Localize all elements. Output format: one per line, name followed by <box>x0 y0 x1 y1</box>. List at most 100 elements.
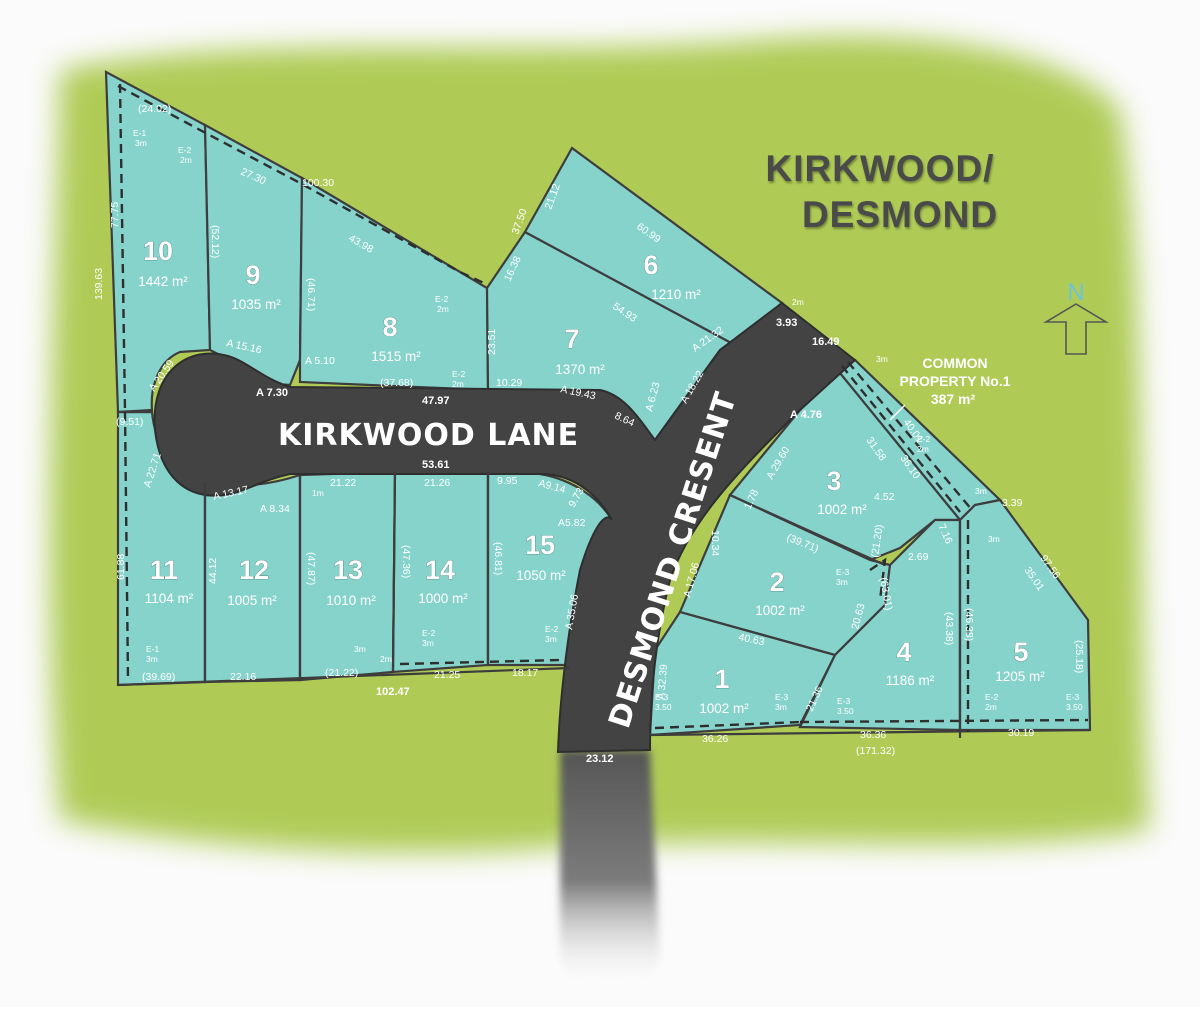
common-property-label: COMMON PROPERTY No.1 387 m² <box>889 355 1011 421</box>
dim-label: (39.69) <box>142 671 175 683</box>
easement-width: 3.50 <box>1066 702 1083 712</box>
dim-label: A 8.34 <box>260 503 290 515</box>
dim-label: (171.32) <box>856 745 895 757</box>
dim-label: 36.36 <box>860 729 886 741</box>
easement-label: E-3 <box>775 692 789 702</box>
dim-label: (52.12) <box>209 225 221 258</box>
easement-width: 2m <box>437 304 449 314</box>
easement-width: 3.50 <box>655 702 672 712</box>
lot-number: 15 <box>525 530 555 560</box>
dim-label: 3.93 <box>776 317 797 329</box>
dim-label: 10.29 <box>496 377 522 389</box>
dim-label: 2.69 <box>908 551 929 563</box>
lot-area: 1002 m² <box>817 502 867 517</box>
dim-label: (21.20) <box>869 524 886 559</box>
dim-label: A 7.30 <box>256 387 288 399</box>
easement-label: E-3 <box>655 692 669 702</box>
desmond-road-fade <box>560 750 660 990</box>
easement-label: E-3 <box>836 567 850 577</box>
common-property-line2: PROPERTY No.1 <box>900 373 1011 389</box>
easement-width: 3m <box>836 577 848 587</box>
dim-label: 30.19 <box>1008 727 1034 739</box>
north-label: N <box>1067 279 1084 306</box>
easement-width: 2m <box>180 155 192 165</box>
dim-label: A 32.39 <box>655 664 670 701</box>
lot-4[interactable] <box>798 518 962 732</box>
lot-number: 10 <box>143 236 173 266</box>
dim-label: 53.61 <box>422 459 450 471</box>
dim-label: (24.02) <box>138 103 171 115</box>
lot-area: 1035 m² <box>231 297 281 312</box>
dim-label: (47.36) <box>400 545 412 578</box>
dim-label: 102.47 <box>376 686 410 698</box>
dim-label: 77.75 <box>109 202 121 228</box>
roads-layer <box>153 301 857 754</box>
easement-width: 3m <box>975 486 987 496</box>
easement-label: E-3 <box>1066 692 1080 702</box>
easement-width: 3m <box>135 138 147 148</box>
dim-label: 21.25 <box>434 669 460 681</box>
easement-label: E-1 <box>146 644 160 654</box>
common-property-line1: COMMON <box>922 355 987 371</box>
lot-number: 9 <box>245 260 260 290</box>
dim-label: 21.26 <box>424 477 450 489</box>
lot-area: 1370 m² <box>555 362 605 377</box>
easement-label: E-2 <box>452 369 466 379</box>
lot-number: 8 <box>382 312 397 342</box>
common-property-pointer <box>889 404 906 421</box>
easement-width: 3m <box>422 638 434 648</box>
common-property-area: 387 m² <box>931 391 976 407</box>
dim-label: (47.87) <box>305 552 317 585</box>
lot-8[interactable] <box>298 176 490 392</box>
dim-label: 9.95 <box>497 475 518 487</box>
dim-label: (43.38) <box>943 612 955 645</box>
lot-number: 1 <box>714 664 729 694</box>
lot-number: 6 <box>643 250 658 280</box>
easement-label: E-2 <box>422 628 436 638</box>
lots-layer <box>104 70 1092 737</box>
lot-number: 2 <box>769 567 784 597</box>
dim-label: 3.39 <box>1002 497 1023 509</box>
easement-width: 3.50 <box>837 706 854 716</box>
easement-width: 2m <box>985 702 997 712</box>
lot-area: 1442 m² <box>138 274 188 289</box>
dim-label: 18.17 <box>512 667 538 679</box>
dim-label: A 4.76 <box>790 409 822 421</box>
easement-label: E-2 <box>178 145 192 155</box>
dim-label: (46.81) <box>492 542 504 575</box>
lot-number: 3 <box>826 466 841 496</box>
lot-number: 7 <box>564 324 579 354</box>
kirkwood-lane-label: KIRKWOOD LANE <box>278 418 579 453</box>
north-arrow: N <box>1043 279 1109 355</box>
easement-width: 3m <box>775 702 787 712</box>
dim-label: (63.01) <box>877 576 895 611</box>
dim-label: 23.12 <box>586 753 614 765</box>
easement-width: 2m <box>380 654 392 664</box>
dim-label: 47.97 <box>422 395 450 407</box>
lot-number: 4 <box>896 637 911 667</box>
dim-label: 61.88 <box>115 554 127 580</box>
lot-area: 1005 m² <box>227 593 277 608</box>
lot-area: 1002 m² <box>755 603 805 618</box>
easement-width: 3m <box>876 354 888 364</box>
dim-label: (9.51) <box>116 416 143 428</box>
easement-label: E-2 <box>545 624 559 634</box>
dim-label: 100.30 <box>302 177 334 189</box>
dim-label: (21.22) <box>325 667 358 679</box>
lot-area: 1210 m² <box>651 287 701 302</box>
lot-10[interactable] <box>104 70 212 414</box>
easement-labels: E-1 3m E-2 2m E-2 2m E-2 2m E-1 3m E-2 3… <box>133 128 1083 716</box>
lot-area: 1010 m² <box>326 593 376 608</box>
dim-label: A5.82 <box>558 517 586 529</box>
lot-boundaries <box>117 410 1091 738</box>
lot-area: 1050 m² <box>516 568 566 583</box>
easement-label: E-3 <box>837 696 851 706</box>
dim-label: 10.34 <box>709 530 721 556</box>
easement-label: E-1 <box>133 128 147 138</box>
easement-width: 2m <box>792 297 804 307</box>
lot-area: 1515 m² <box>371 349 421 364</box>
dim-label: 4.52 <box>874 491 895 503</box>
easement-width: 1m <box>312 488 324 498</box>
